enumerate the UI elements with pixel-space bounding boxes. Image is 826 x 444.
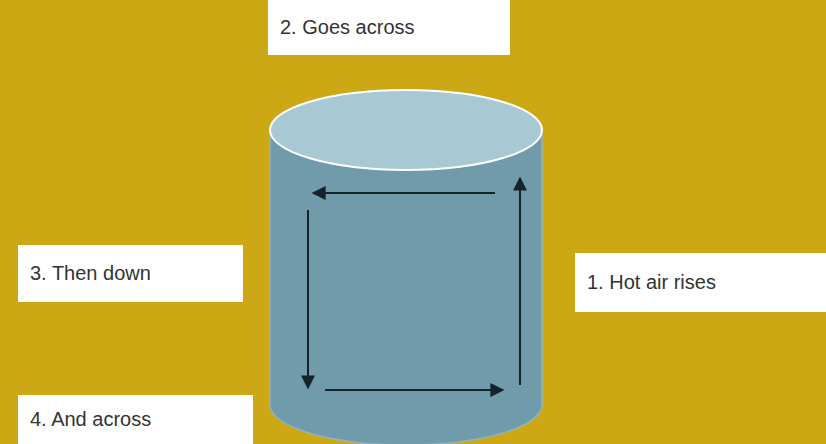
flow-arrow [313, 192, 495, 194]
flow-arrow [307, 210, 309, 388]
label-text: 1. Hot air rises [587, 271, 716, 294]
label-text: 3. Then down [30, 262, 151, 285]
label-box: 2. Goes across [268, 0, 510, 55]
label-text: 2. Goes across [280, 16, 415, 39]
flow-arrow [325, 389, 503, 391]
label-box: 3. Then down [18, 245, 243, 302]
label-box: 1. Hot air rises [575, 253, 826, 312]
label-text: 4. And across [30, 408, 151, 431]
cylinder-body [270, 130, 542, 444]
flow-arrow [519, 178, 521, 385]
cylinder-top [270, 90, 542, 170]
label-box: 4. And across [18, 395, 253, 444]
